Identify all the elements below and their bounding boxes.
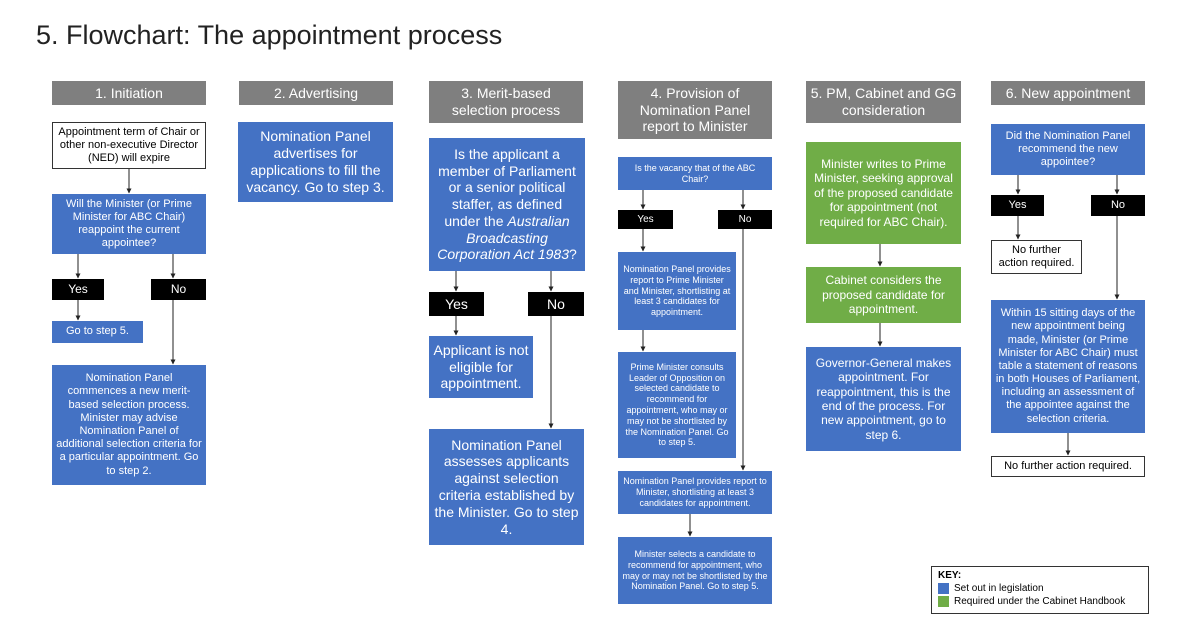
col1-yes-label: Yes: [52, 279, 104, 300]
col1-no-result: Nomination Panel commences a new merit-b…: [52, 365, 206, 485]
legend-swatch-green: [938, 596, 949, 607]
col3-no-result: Nomination Panel assesses applicants aga…: [429, 429, 584, 545]
col6-no-label: No: [1091, 195, 1145, 216]
column-header-new-appointment: 6. New appointment: [991, 81, 1145, 105]
col4-no-step1: Nomination Panel provides report to Mini…: [618, 471, 772, 514]
col4-abc-chair-question: Is the vacancy that of the ABC Chair?: [618, 157, 772, 190]
column-header-advertising: 2. Advertising: [239, 81, 393, 105]
page-title: 5. Flowchart: The appointment process: [36, 20, 503, 50]
col5-governor-general: Governor-General makes appointment. For …: [806, 347, 961, 451]
col4-yes-step1: Nomination Panel provides report to Prim…: [618, 252, 736, 330]
col6-yes-label: Yes: [991, 195, 1044, 216]
col1-reappoint-question: Will the Minister (or Prime Minister for…: [52, 194, 206, 254]
legend-item-cabinet-handbook: Required under the Cabinet Handbook: [938, 596, 1142, 607]
col4-yes-label: Yes: [618, 210, 673, 229]
col1-start-box: Appointment term of Chair or other non-e…: [52, 122, 206, 169]
column-header-initiation: 1. Initiation: [52, 81, 206, 105]
col4-no-step2: Minister selects a candidate to recommen…: [618, 537, 772, 604]
col4-no-label: No: [718, 210, 772, 229]
col6-no-result: No further action required.: [991, 456, 1145, 477]
col3-yes-result: Applicant is not eligible for appointmen…: [429, 336, 533, 398]
col5-cabinet-considers: Cabinet considers the proposed candidate…: [806, 267, 961, 323]
legend-label-cabinet-handbook: Required under the Cabinet Handbook: [954, 596, 1126, 607]
col2-advertise-step: Nomination Panel advertises for applicat…: [238, 122, 393, 202]
col3-question-text: Is the applicant a member of Parliament …: [437, 145, 577, 263]
legend-label-legislation: Set out in legislation: [954, 583, 1044, 594]
col6-yes-result: No further action required.: [991, 240, 1082, 274]
legend-title: KEY:: [938, 570, 962, 581]
col3-eligibility-question: Is the applicant a member of Parliament …: [429, 138, 585, 271]
column-header-pm-cabinet-gg: 5. PM, Cabinet and GG consideration: [806, 81, 961, 123]
legend-item-legislation: Set out in legislation: [938, 583, 1142, 594]
legend-swatch-blue: [938, 583, 949, 594]
legend-key: KEY: Set out in legislation Required und…: [931, 566, 1149, 614]
column-header-merit-selection: 3. Merit-based selection process: [429, 81, 583, 123]
col3-yes-label: Yes: [429, 292, 484, 316]
column-header-panel-report: 4. Provision of Nomination Panel report …: [618, 81, 772, 139]
col1-yes-result: Go to step 5.: [52, 321, 143, 343]
col6-recommend-question: Did the Nomination Panel recommend the n…: [991, 124, 1145, 175]
col4-yes-step2: Prime Minister consults Leader of Opposi…: [618, 352, 736, 458]
col5-minister-writes: Minister writes to Prime Minister, seeki…: [806, 142, 961, 244]
col1-no-label: No: [151, 279, 206, 300]
col3-no-label: No: [528, 292, 584, 316]
col6-table-statement: Within 15 sitting days of the new appoin…: [991, 300, 1145, 433]
